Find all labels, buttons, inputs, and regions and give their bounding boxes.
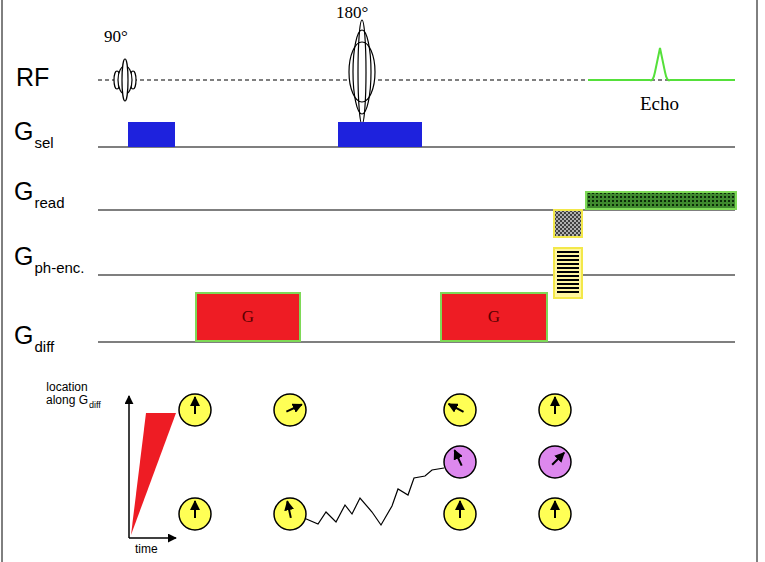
phase-encode-step (557, 283, 579, 285)
spin-circle (539, 446, 571, 478)
phase-encode-step (557, 275, 579, 277)
diffusion-gradient-lobe: G (440, 292, 548, 342)
phase-encode-step (557, 255, 579, 257)
spin-icon (274, 394, 306, 426)
rf-pulse-90 (114, 59, 136, 101)
channel-name: G (14, 243, 33, 271)
phase-encode-step (557, 259, 579, 261)
spin-vector (552, 453, 564, 465)
channel-name: G (14, 178, 33, 206)
axis-label: location along G (36, 381, 98, 407)
spin-circle (539, 394, 571, 426)
gdiff-axis (98, 341, 735, 342)
channel-subscript: read (34, 195, 64, 212)
channel-name: G (14, 118, 33, 146)
phase-encode-step (557, 251, 579, 253)
spin-circle (539, 498, 571, 530)
spin-icon (179, 498, 211, 530)
channel-subscript: diff (34, 339, 54, 356)
spin-circle (444, 498, 476, 530)
phase-encode-step (557, 279, 579, 281)
gphase-axis (98, 274, 735, 275)
spin-vector (194, 397, 196, 414)
spin-circle (179, 394, 211, 426)
channel-name: RF (16, 64, 49, 92)
phase-encode-step (557, 267, 579, 269)
spin-vector (194, 501, 196, 518)
time-axis (129, 537, 176, 539)
spin-vector (554, 397, 556, 414)
pulse-lobe (358, 20, 366, 124)
spin-icon (539, 498, 571, 530)
spin-icon (274, 498, 306, 530)
channel-subscript: ph-enc. (34, 260, 84, 277)
spin-vector (449, 404, 464, 412)
spin-circle (179, 498, 211, 530)
phase-encode-gradient (554, 248, 582, 298)
spin-icon (539, 446, 571, 478)
rf-pulse-180 (349, 20, 375, 124)
phase-encode-step (557, 271, 579, 273)
pulse-lobe (122, 59, 128, 101)
frame-line (757, 0, 758, 562)
spin-icon (444, 498, 476, 530)
slice-select-gradient (128, 122, 175, 147)
spin-icon (444, 446, 476, 478)
spin-circle (444, 394, 476, 426)
signal-name: Echo (640, 94, 679, 115)
slice-select-gradient (338, 122, 422, 147)
frame-line (2, 0, 3, 562)
location-axis (128, 396, 130, 538)
axis-subscript: diff (89, 401, 101, 411)
spin-vector (455, 450, 462, 465)
spin-icon (539, 394, 571, 426)
gradient-label: G (488, 308, 500, 327)
phase-encode-box (554, 248, 582, 298)
echo-signal (588, 48, 735, 80)
gradient-label: G (242, 308, 254, 327)
spin-vector (286, 405, 301, 412)
diffusion-path (304, 468, 444, 525)
pulse-lobe (353, 30, 371, 114)
axis-label: time (135, 543, 158, 556)
flip-angle: 90° (104, 28, 128, 47)
phase-encode-step (557, 287, 579, 289)
diffusion-gradient-lobe: G (195, 292, 301, 342)
spin-circle (444, 446, 476, 478)
gradient-ramp (131, 413, 176, 535)
spin-vector (554, 501, 556, 518)
channel-subscript: sel (34, 135, 53, 152)
spin-vector (287, 501, 291, 518)
flip-angle: 180° (336, 4, 368, 23)
spin-circle (274, 394, 306, 426)
spin-icon (444, 394, 476, 426)
spin-circle (274, 498, 306, 530)
phase-encode-step (557, 263, 579, 265)
spin-group (179, 394, 571, 530)
read-dephase-gradient (554, 210, 582, 237)
phase-encode-step (557, 291, 579, 293)
readout-gradient (586, 192, 736, 209)
channel-name: G (14, 322, 33, 350)
spin-vector (459, 501, 461, 518)
spin-icon (179, 394, 211, 426)
